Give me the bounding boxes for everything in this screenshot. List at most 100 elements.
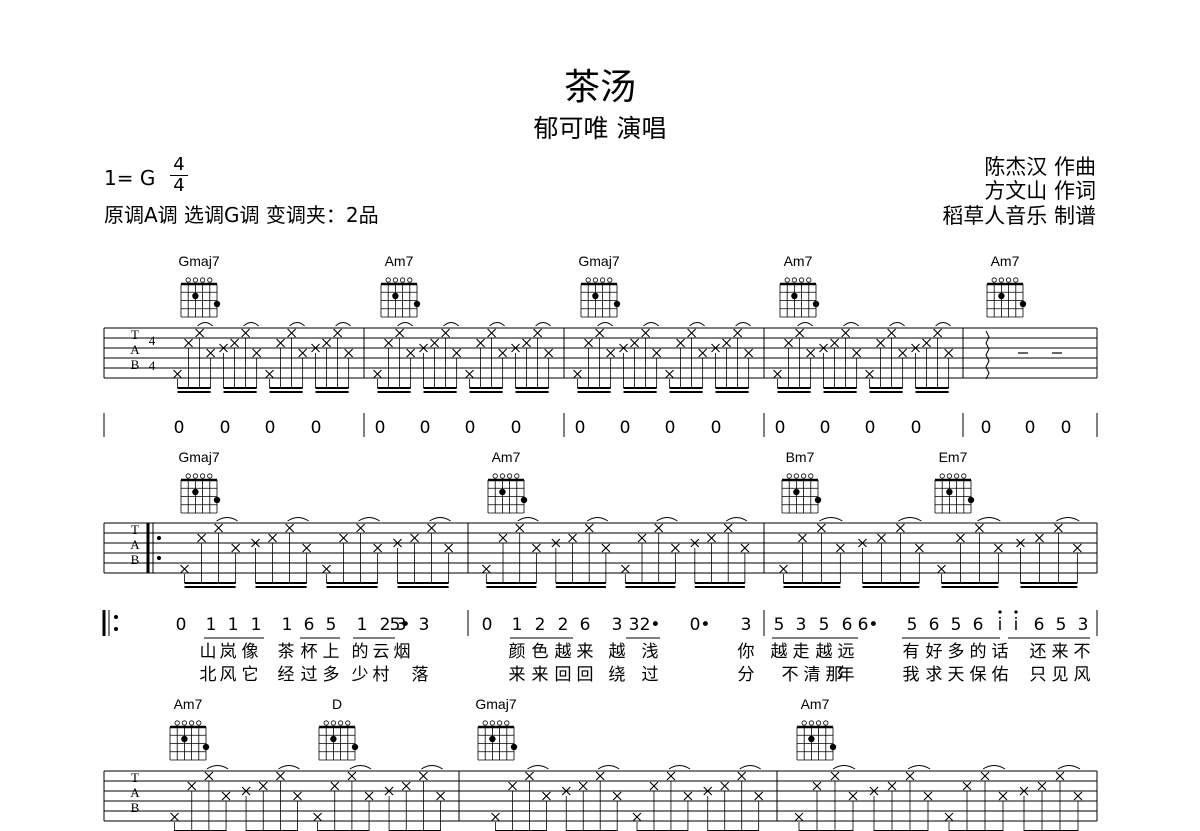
note-x <box>923 791 933 801</box>
open-string-marker <box>392 277 398 283</box>
open-string-marker <box>786 473 792 479</box>
jianpu-note: 0 <box>265 418 276 438</box>
note-x <box>620 564 630 574</box>
tie-arc <box>739 765 761 770</box>
note-x <box>817 523 826 533</box>
lyric-char: 山 <box>200 642 217 662</box>
jianpu-note: 2 <box>535 615 546 635</box>
jianpu-note: 3 <box>612 615 623 635</box>
note-x <box>683 791 693 801</box>
note-x <box>498 533 508 543</box>
open-string-marker <box>801 720 807 726</box>
note-x <box>630 338 639 348</box>
lyric-char: 过 <box>301 665 318 685</box>
note-x <box>384 786 394 796</box>
note-x <box>795 328 804 338</box>
open-string-marker <box>798 277 805 283</box>
time-signature: 4 4 <box>170 156 188 195</box>
note-x <box>241 328 250 338</box>
note-x <box>584 338 593 348</box>
note-x <box>905 771 915 781</box>
chord-diagram: Gmaj7 <box>178 449 221 514</box>
jianpu-note: 1 <box>228 615 239 635</box>
tab-clef-letter: A <box>130 537 140 552</box>
note-x <box>744 348 754 358</box>
finger-dot <box>793 488 800 496</box>
tie-arc <box>597 765 620 770</box>
chord-name: Gmaj7 <box>578 253 619 269</box>
tuning-info: 原调A调 选调G调 变调夹：2品 <box>104 203 379 227</box>
note-x <box>373 543 383 553</box>
singer-credit: 郁可唯 演唱 <box>533 114 667 143</box>
note-x <box>251 538 260 548</box>
lyric-char: 越 <box>816 642 833 662</box>
open-string-marker <box>345 720 351 726</box>
open-string-marker <box>207 473 213 479</box>
note-x <box>231 543 241 553</box>
chord-name: Bm7 <box>786 449 815 465</box>
note-x <box>812 781 822 791</box>
tie-arc <box>278 765 300 770</box>
note-x <box>806 348 816 358</box>
open-string-marker <box>793 473 800 479</box>
jianpu-note: 0 <box>820 418 831 438</box>
finger-dot <box>967 496 975 504</box>
open-string-marker <box>185 473 191 479</box>
lyric-char: 天 <box>948 665 965 685</box>
note-x <box>665 369 674 379</box>
jianpu-note: 0• <box>690 615 711 635</box>
lyric-char: 来 <box>577 642 594 662</box>
tie-arc <box>429 517 451 522</box>
lyric-char: 岚 <box>220 642 237 662</box>
note-x <box>195 328 204 338</box>
finger-dot <box>202 743 210 751</box>
note-x <box>511 343 520 353</box>
note-x <box>395 328 404 338</box>
note-x <box>173 369 182 379</box>
open-string-marker <box>961 473 967 479</box>
lyric-char: 你 <box>738 642 755 662</box>
lyric-char: 话 <box>992 642 1009 662</box>
tie-arc <box>735 322 751 327</box>
note-x <box>551 538 561 548</box>
finger-dot <box>520 496 528 504</box>
note-x <box>723 523 733 533</box>
note-x <box>606 348 616 358</box>
tie-arc <box>358 517 380 522</box>
note-x <box>531 543 541 553</box>
tab-clef-letter: B <box>131 800 140 815</box>
jianpu-note: 0 <box>575 418 586 438</box>
open-string-marker <box>504 720 510 726</box>
lyric-char: 越 <box>555 642 572 662</box>
tie-arc <box>656 517 678 522</box>
chord-name: Gmaj7 <box>178 253 219 269</box>
note-x <box>302 543 312 553</box>
note-x <box>427 523 436 533</box>
note-x <box>852 348 862 358</box>
note-x <box>410 533 419 543</box>
jianpu-note: 0 <box>174 418 185 438</box>
lyric-char: 颜 <box>509 642 526 662</box>
jianpu-note: 0 <box>665 418 676 438</box>
finger-dot <box>791 292 798 300</box>
tie-arc <box>216 517 238 522</box>
lyric-char: 多 <box>323 665 340 685</box>
time-signature-top: 4 <box>173 154 185 175</box>
open-string-marker <box>492 473 498 479</box>
note-x <box>779 564 788 574</box>
lyric-char: 保 <box>970 665 987 685</box>
note-x <box>773 369 782 379</box>
lyric-char: 烟 <box>394 642 411 662</box>
note-x <box>666 771 676 781</box>
open-string-marker <box>496 720 503 726</box>
tie-arc <box>287 517 309 522</box>
open-string-marker <box>399 277 406 283</box>
jianpu-note: 1 <box>282 615 293 635</box>
tie-arc <box>243 322 259 327</box>
note-x <box>393 538 402 548</box>
note-x <box>944 348 954 358</box>
jianpu-note: 0 <box>1025 418 1036 438</box>
note-x <box>481 564 491 574</box>
note-x <box>865 369 874 379</box>
